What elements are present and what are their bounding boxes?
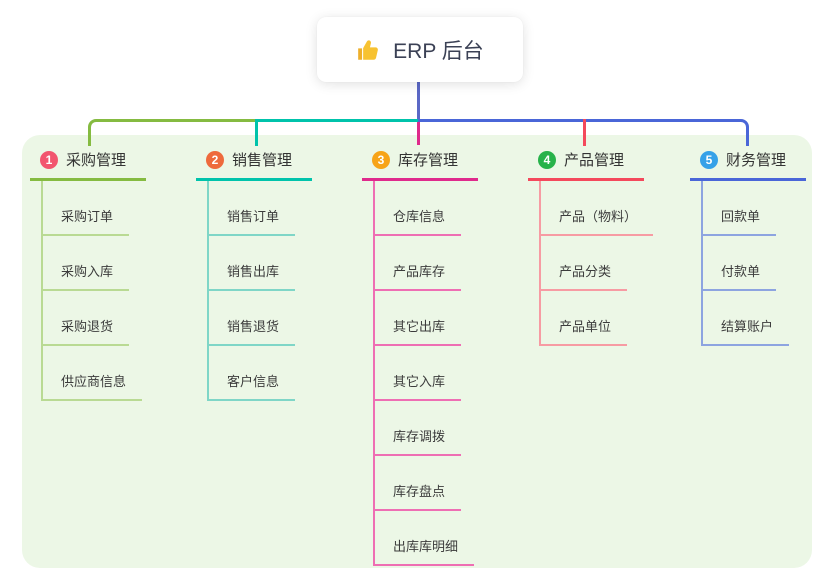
- branch-header[interactable]: 3 库存管理: [362, 146, 478, 181]
- branch-header[interactable]: 5 财务管理: [690, 146, 806, 181]
- child-node[interactable]: 销售退货: [209, 291, 296, 346]
- branch-header[interactable]: 2 销售管理: [196, 146, 312, 181]
- child-node[interactable]: 客户信息: [209, 346, 296, 401]
- connector-branch4-drop: [583, 119, 586, 146]
- child-node[interactable]: 产品库存: [375, 236, 462, 291]
- root-title: ERP 后台: [393, 39, 484, 63]
- branch-number-badge: 5: [700, 150, 718, 169]
- child-node[interactable]: 采购订单: [43, 181, 130, 236]
- child-node[interactable]: 出库库明细: [375, 511, 475, 566]
- branch-number-badge: 2: [206, 150, 224, 169]
- branch-header[interactable]: 4 产品管理: [528, 146, 644, 181]
- branch-title: 财务管理: [726, 152, 787, 169]
- child-node[interactable]: 其它入库: [375, 346, 462, 401]
- branch-库存管理: 3 库存管理仓库信息产品库存其它出库其它入库库存调拨库存盘点出库库明细: [362, 146, 478, 566]
- connector-branch3-drop: [417, 122, 420, 145]
- child-node[interactable]: 采购退货: [43, 291, 130, 346]
- branch-title: 采购管理: [66, 152, 127, 169]
- child-node[interactable]: 采购入库: [43, 236, 130, 291]
- child-node[interactable]: 产品（物料）: [541, 181, 654, 236]
- connector-branch2-segment: [255, 119, 419, 122]
- branch-title: 产品管理: [564, 152, 625, 169]
- branch-销售管理: 2 销售管理销售订单销售出库销售退货客户信息: [196, 146, 312, 401]
- child-node[interactable]: 库存盘点: [375, 456, 462, 511]
- child-node[interactable]: 产品单位: [541, 291, 628, 346]
- child-node[interactable]: 付款单: [703, 236, 777, 291]
- branch-number-badge: 3: [372, 150, 390, 169]
- connector-branch1-elbow: [88, 119, 258, 146]
- connector-branch2-drop: [255, 119, 258, 146]
- background-panel: [22, 135, 812, 568]
- child-node[interactable]: 回款单: [703, 181, 777, 236]
- connector-root-line: [417, 80, 420, 120]
- child-node[interactable]: 销售出库: [209, 236, 296, 291]
- branch-财务管理: 5 财务管理回款单付款单结算账户: [690, 146, 806, 346]
- child-node[interactable]: 其它出库: [375, 291, 462, 346]
- child-node[interactable]: 仓库信息: [375, 181, 462, 236]
- branch-children: 产品（物料）产品分类产品单位: [539, 181, 654, 346]
- branch-children: 回款单付款单结算账户: [701, 181, 790, 346]
- root-node[interactable]: ERP 后台: [317, 17, 523, 82]
- branch-children: 仓库信息产品库存其它出库其它入库库存调拨库存盘点出库库明细: [373, 181, 475, 566]
- branch-采购管理: 1 采购管理采购订单采购入库采购退货供应商信息: [30, 146, 146, 401]
- branch-产品管理: 4 产品管理产品（物料）产品分类产品单位: [528, 146, 654, 346]
- branch-title: 销售管理: [232, 152, 293, 169]
- branch-header[interactable]: 1 采购管理: [30, 146, 146, 181]
- child-node[interactable]: 库存调拨: [375, 401, 462, 456]
- child-node[interactable]: 供应商信息: [43, 346, 143, 401]
- child-node[interactable]: 销售订单: [209, 181, 296, 236]
- branch-number-badge: 1: [40, 150, 58, 169]
- branch-children: 采购订单采购入库采购退货供应商信息: [41, 181, 143, 401]
- branch-number-badge: 4: [538, 150, 556, 169]
- child-node[interactable]: 结算账户: [703, 291, 790, 346]
- branch-title: 库存管理: [398, 152, 459, 169]
- child-node[interactable]: 产品分类: [541, 236, 628, 291]
- thumbs-up-icon: [356, 37, 382, 63]
- branch-children: 销售订单销售出库销售退货客户信息: [207, 181, 296, 401]
